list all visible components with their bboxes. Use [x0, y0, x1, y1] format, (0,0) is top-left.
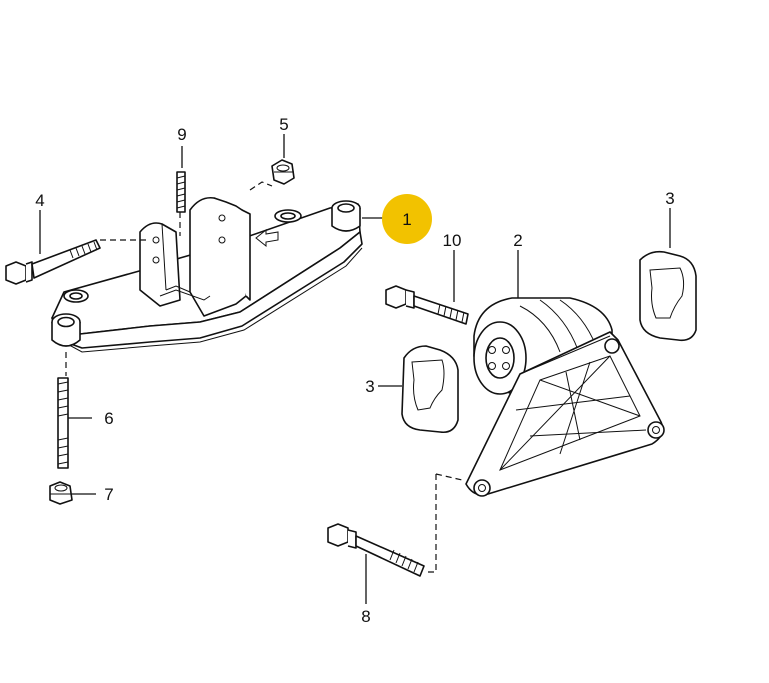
part-10-bolt[interactable]: [385, 285, 469, 325]
part-8-bolt[interactable]: [327, 523, 425, 577]
part-5-nut[interactable]: [271, 159, 295, 185]
part-3-washer-right[interactable]: [639, 250, 697, 342]
callout-3-left-label: 3: [365, 377, 374, 396]
callout-6-label: 6: [104, 409, 113, 428]
callout-3-right-label: 3: [665, 189, 674, 208]
callout-4-label: 4: [35, 191, 44, 210]
part-1-carrier-bracket[interactable]: [51, 196, 363, 353]
callout-9-label: 9: [177, 125, 186, 144]
part-6-stud[interactable]: [57, 377, 69, 469]
callout-1-highlight: [382, 194, 432, 244]
part-2-engine-mount[interactable]: [465, 297, 665, 497]
callout-10-label: 10: [443, 231, 462, 250]
callout-1-label: 1: [402, 210, 411, 229]
part-9-stud[interactable]: [176, 171, 186, 213]
callout-2-label: 2: [513, 231, 522, 250]
part-7-nut[interactable]: [49, 481, 73, 505]
callout-5-label: 5: [279, 115, 288, 134]
part-4-bolt[interactable]: [5, 239, 101, 285]
part-3-washer-left[interactable]: [401, 345, 459, 434]
callout-8-label: 8: [361, 607, 370, 626]
callout-7-label: 7: [104, 485, 113, 504]
leader-lines: [39, 134, 671, 604]
callout-1[interactable]: 1: [382, 194, 432, 244]
